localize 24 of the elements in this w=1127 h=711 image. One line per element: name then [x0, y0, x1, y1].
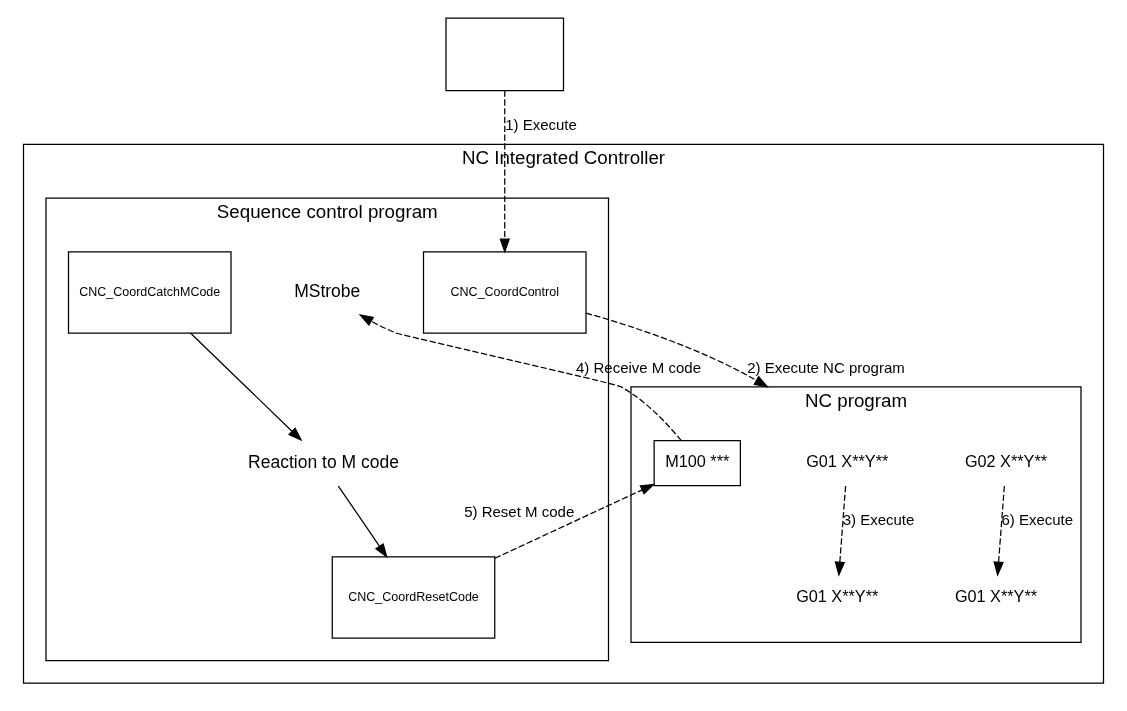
- arrow: [494, 483, 656, 559]
- edge-label: 2) Execute NC program: [747, 358, 905, 376]
- edge-label: 5) Reset M code: [464, 503, 575, 521]
- arrow: [993, 485, 1005, 577]
- edge-label: 3) Execute: [842, 511, 915, 528]
- node-text: MStrobe: [294, 281, 361, 301]
- arrow: [834, 485, 847, 577]
- node-box: CNC_CoordControl: [422, 251, 587, 334]
- node-text: G01 X**Y**: [796, 586, 879, 605]
- edge-label: 1) Execute: [505, 116, 577, 133]
- node-box: [445, 17, 565, 92]
- arrow: [189, 332, 303, 442]
- edge-label: 6) Execute: [1001, 511, 1074, 528]
- node-text: Reaction to M code: [248, 451, 399, 472]
- arrow: [358, 314, 682, 442]
- node-box: CNC_CoordCatchMCode: [67, 251, 232, 334]
- node-text: G02 X**Y**: [964, 452, 1048, 471]
- node-box: CNC_CoordResetCode: [331, 556, 496, 639]
- arrow: [585, 312, 769, 388]
- node-box: M100 ***: [653, 439, 741, 487]
- node-text: G01 X**Y**: [954, 586, 1038, 605]
- arrow: [337, 485, 388, 559]
- arrow: [499, 90, 510, 254]
- node-text: G01 X**Y**: [806, 452, 889, 471]
